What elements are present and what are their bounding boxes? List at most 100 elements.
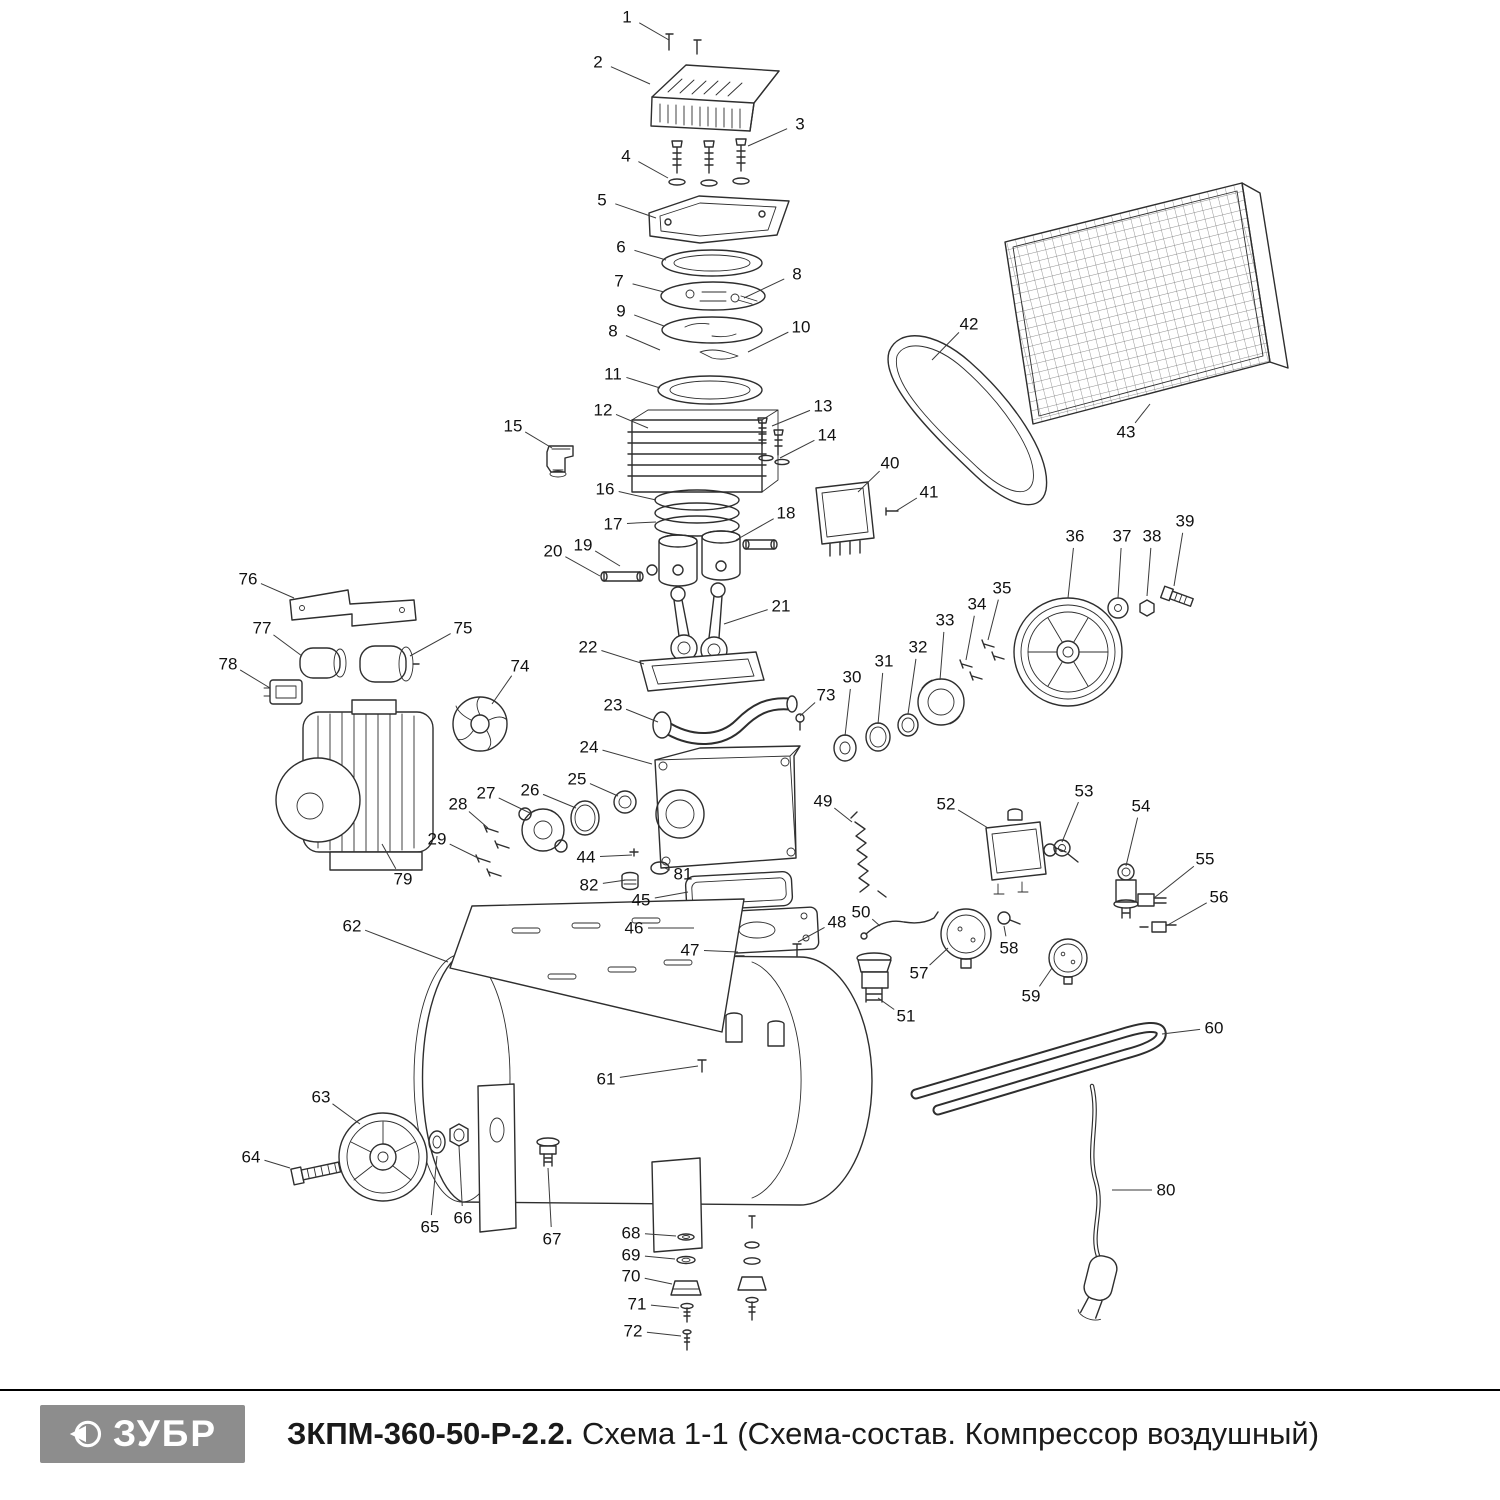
part-number-11: 11 <box>604 365 622 384</box>
part-number-31: 31 <box>875 652 894 671</box>
part-number-66: 66 <box>454 1209 473 1228</box>
part-overload-protector <box>815 481 875 557</box>
leader-line-part-68 <box>644 1233 677 1237</box>
leader-line-part-16 <box>618 491 657 501</box>
part-number-30: 30 <box>843 668 862 687</box>
part-breather-plug <box>795 713 805 731</box>
part-oring <box>650 861 670 875</box>
leader-line-part-25 <box>589 783 619 797</box>
leader-line-part-37 <box>1117 547 1122 599</box>
leader-line-part-49 <box>834 807 853 823</box>
part-housing-bolts <box>959 639 1005 681</box>
part-number-50: 50 <box>852 903 871 922</box>
part-number-6: 6 <box>616 238 625 257</box>
leader-line-part-10 <box>747 331 789 353</box>
part-head-bolts <box>668 138 750 187</box>
part-number-8: 8 <box>792 265 801 284</box>
part-number-12: 12 <box>594 401 613 420</box>
part-number-25: 25 <box>568 770 587 789</box>
part-gauge-fitting <box>997 911 1021 925</box>
leader-line-part-57 <box>929 947 949 966</box>
leader-line-part-31 <box>877 672 884 725</box>
part-drain-valve <box>536 1137 560 1167</box>
leader-line-part-59 <box>1038 967 1053 987</box>
part-number-78: 78 <box>219 655 238 674</box>
part-number-3: 3 <box>795 115 804 134</box>
leader-line-part-47 <box>703 950 739 953</box>
leader-line-part-7 <box>632 283 665 293</box>
part-foot-hardware-left <box>670 1233 702 1351</box>
part-bearing-housing <box>917 678 965 726</box>
part-number-18: 18 <box>777 504 796 523</box>
part-number-55: 55 <box>1196 850 1215 869</box>
part-number-67: 67 <box>543 1230 562 1249</box>
part-flywheel-nut <box>1139 599 1155 617</box>
part-number-45: 45 <box>632 891 651 910</box>
part-belt-guard-grille <box>1004 182 1289 425</box>
part-number-16: 16 <box>596 480 615 499</box>
part-connecting-rods <box>670 582 728 664</box>
part-number-81: 81 <box>674 865 693 884</box>
leader-line-part-9 <box>634 314 665 327</box>
leader-line-part-6 <box>634 249 667 261</box>
leader-line-part-14 <box>779 439 815 459</box>
part-switch <box>263 679 303 705</box>
zubr-logo-icon <box>69 1420 102 1448</box>
part-platform-screw <box>697 1059 707 1073</box>
leader-line-part-8 <box>625 335 661 351</box>
leader-line-part-53 <box>1061 801 1079 843</box>
footer: ЗУБР ЗКПМ-360-50-Р-2.2. Схема 1-1 (Схема… <box>0 1389 1500 1500</box>
leader-line-part-60 <box>1161 1028 1201 1035</box>
leader-line-part-11 <box>626 376 661 389</box>
part-power-cord <box>1077 1083 1118 1321</box>
part-number-19: 19 <box>574 536 593 555</box>
part-capacitor-small <box>299 647 347 679</box>
leader-line-part-74 <box>491 675 513 705</box>
part-number-42: 42 <box>960 315 979 334</box>
part-number-77: 77 <box>253 619 272 638</box>
leader-line-part-76 <box>260 583 295 599</box>
part-number-21: 21 <box>772 597 791 616</box>
part-foot-hardware-right <box>737 1215 767 1321</box>
part-axle-nut <box>449 1123 469 1147</box>
part-number-27: 27 <box>477 784 496 803</box>
leader-line-part-42 <box>931 332 960 361</box>
part-tank-legs <box>477 1083 703 1253</box>
part-valve-plate-stack <box>657 249 766 405</box>
part-number-59: 59 <box>1022 987 1041 1006</box>
leader-line-part-70 <box>644 1277 673 1285</box>
part-number-73: 73 <box>817 686 836 705</box>
part-flywheel-washer <box>1107 597 1129 619</box>
part-safety-valve <box>1113 863 1139 919</box>
diagram-title: ЗКПМ-360-50-Р-2.2. Схема 1-1 (Схема-сост… <box>287 1416 1319 1452</box>
leader-line-part-58 <box>1003 925 1007 937</box>
leader-line-part-38 <box>1146 547 1152 597</box>
part-number-14: 14 <box>818 426 837 445</box>
leader-line-part-2 <box>610 66 651 85</box>
part-number-62: 62 <box>343 917 362 936</box>
part-number-36: 36 <box>1066 527 1085 546</box>
part-number-39: 39 <box>1176 512 1195 531</box>
part-pistons <box>658 530 741 587</box>
part-number-52: 52 <box>937 795 956 814</box>
part-number-64: 64 <box>242 1148 261 1167</box>
part-number-49: 49 <box>814 792 833 811</box>
part-number-63: 63 <box>312 1088 331 1107</box>
part-axle-washer <box>428 1130 446 1154</box>
leader-line-part-22 <box>601 650 645 665</box>
leader-line-part-29 <box>449 843 479 859</box>
leader-line-part-40 <box>857 470 880 493</box>
leader-line-part-54 <box>1125 817 1139 867</box>
part-number-51: 51 <box>897 1007 916 1026</box>
leader-line-part-63 <box>332 1103 361 1125</box>
leader-line-part-72 <box>646 1331 682 1337</box>
leader-line-part-8 <box>743 278 785 299</box>
part-flange-bolts <box>475 824 510 877</box>
leader-line-part-66 <box>458 1145 463 1207</box>
leader-line-part-26 <box>542 793 577 809</box>
part-pressure-gauge-large <box>940 908 992 969</box>
part-handle <box>910 1022 1167 1116</box>
part-check-valve <box>856 952 892 1003</box>
leader-line-part-71 <box>650 1304 680 1309</box>
part-cylinder-bolts <box>757 417 790 466</box>
